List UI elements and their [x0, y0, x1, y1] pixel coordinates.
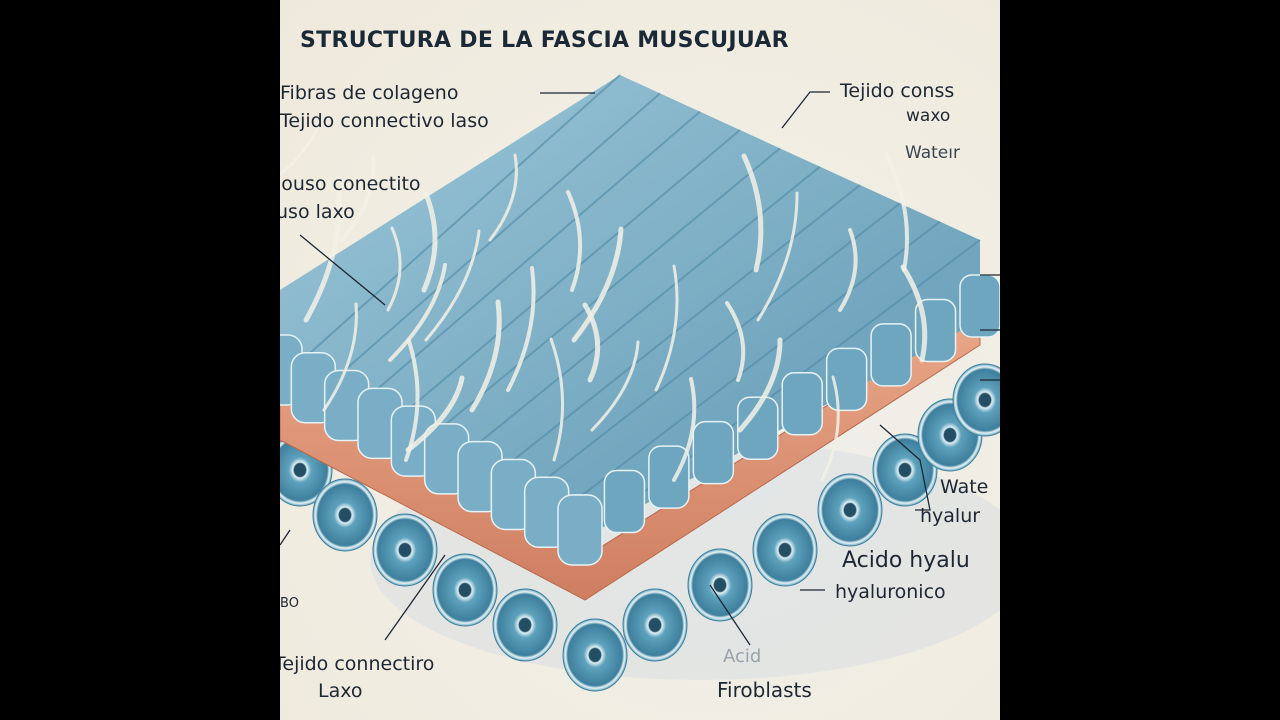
fiber-bundle-end: [372, 513, 438, 587]
fiber-bundle-end: [562, 618, 628, 692]
collagen-fiber: [303, 188, 342, 323]
fiber-front-face: [692, 420, 735, 485]
collagen-fiber: [838, 228, 858, 312]
collagen-fiber: [884, 152, 909, 272]
fiber-bundle-end: [752, 513, 818, 587]
collagen-fiber: [725, 301, 746, 382]
fiber-ridge: [280, 74, 621, 381]
leader-lines: [280, 91, 1000, 646]
collagen-fiber: [582, 302, 601, 383]
fiber-ridge: [479, 184, 861, 488]
fiber-front-face: [603, 469, 646, 534]
label-laxo: Laxo: [318, 680, 363, 702]
label-bo: BO: [280, 596, 299, 611]
label-tejido-connectiro: Tejido connectiro: [280, 653, 435, 675]
collagen-fiber: [571, 226, 624, 343]
collagen-fiber: [488, 153, 518, 242]
fiber-front-face: [557, 494, 603, 566]
collagen-fiber: [424, 229, 481, 342]
collagen-fiber: [549, 337, 564, 462]
fiber-bundle-end: [872, 433, 938, 507]
label-tejido-conectivo-laso: Tejido connectivo laso: [280, 110, 489, 132]
diagram-title: STRUCTURA DE LA FASCIA MUSCUJUAR: [300, 28, 789, 53]
label-fibras-colageno: Fibras de colageno: [280, 82, 459, 104]
collagen-fiber: [421, 191, 438, 293]
collagen-fiber: [469, 299, 502, 413]
fiber-bundle-end: [687, 548, 753, 622]
fiber-front-face: [737, 396, 779, 460]
fiber-bundle-end: [622, 588, 688, 662]
fiber-front-faces: [280, 274, 1000, 566]
label-water-right: Wate: [940, 476, 989, 498]
label-uso-laxo: uso laxo: [280, 201, 355, 223]
fiber-ridge: [312, 92, 661, 399]
collagen-fiber: [654, 264, 679, 392]
collagen-fiber: [820, 375, 840, 482]
lower-fiber-bundles: [280, 363, 1000, 692]
label-hyaluronico: hyaluronico: [835, 581, 946, 603]
collagen-fiber: [280, 118, 322, 177]
fiber-bundle-end: [817, 473, 883, 547]
fiber-ridge: [512, 202, 901, 506]
fiber-ridge: [379, 129, 741, 435]
collagen-fiber: [506, 266, 536, 392]
fiber-bundle-end: [492, 588, 558, 662]
fiber-ridge: [346, 110, 701, 417]
label-acido-hyalu: Acido hyalu: [842, 548, 970, 573]
fiber-bundle-end: [952, 363, 1000, 437]
fascia-illustration: STRUCTURA DE LA FASCIA MUSCUJUAR Fibras …: [280, 0, 1000, 720]
fiber-ridge: [446, 165, 821, 470]
fiber-bundle-end: [432, 553, 498, 627]
label-louso-conectito: louso conectito: [280, 173, 421, 195]
collagen-fiber: [322, 302, 358, 412]
collagen-network: [280, 118, 928, 482]
collagen-fiber: [756, 191, 799, 322]
fiber-ridge: [412, 147, 781, 452]
collagen-fiber: [741, 153, 764, 273]
collagen-fiber: [386, 226, 402, 312]
fiber-bundle-end: [312, 478, 378, 552]
fiber-front-face: [781, 372, 823, 436]
label-hyalur: hyalur: [920, 505, 981, 527]
fiber-front-face: [959, 274, 1000, 338]
collagen-fiber: [340, 155, 376, 242]
collagen-fiber: [590, 340, 640, 432]
collagen-fiber: [900, 264, 928, 363]
label-tejido-conss: Tejido conss: [840, 80, 955, 102]
fascia-drawing: [280, 74, 1000, 692]
collagen-fiber: [388, 263, 447, 362]
label-water-top: Wateır: [905, 143, 960, 163]
label-waxo: waxo: [906, 106, 951, 126]
collagen-fiber: [672, 377, 697, 482]
label-acid: Acid: [723, 646, 762, 667]
fiber-front-face: [870, 323, 912, 387]
collagen-fiber: [737, 337, 783, 433]
collagen-fiber: [405, 375, 465, 453]
collagen-fiber: [566, 190, 583, 292]
label-firoblasts: Firoblasts: [717, 678, 812, 702]
fiber-ridges: [280, 74, 981, 541]
fiber-front-face: [648, 445, 690, 509]
